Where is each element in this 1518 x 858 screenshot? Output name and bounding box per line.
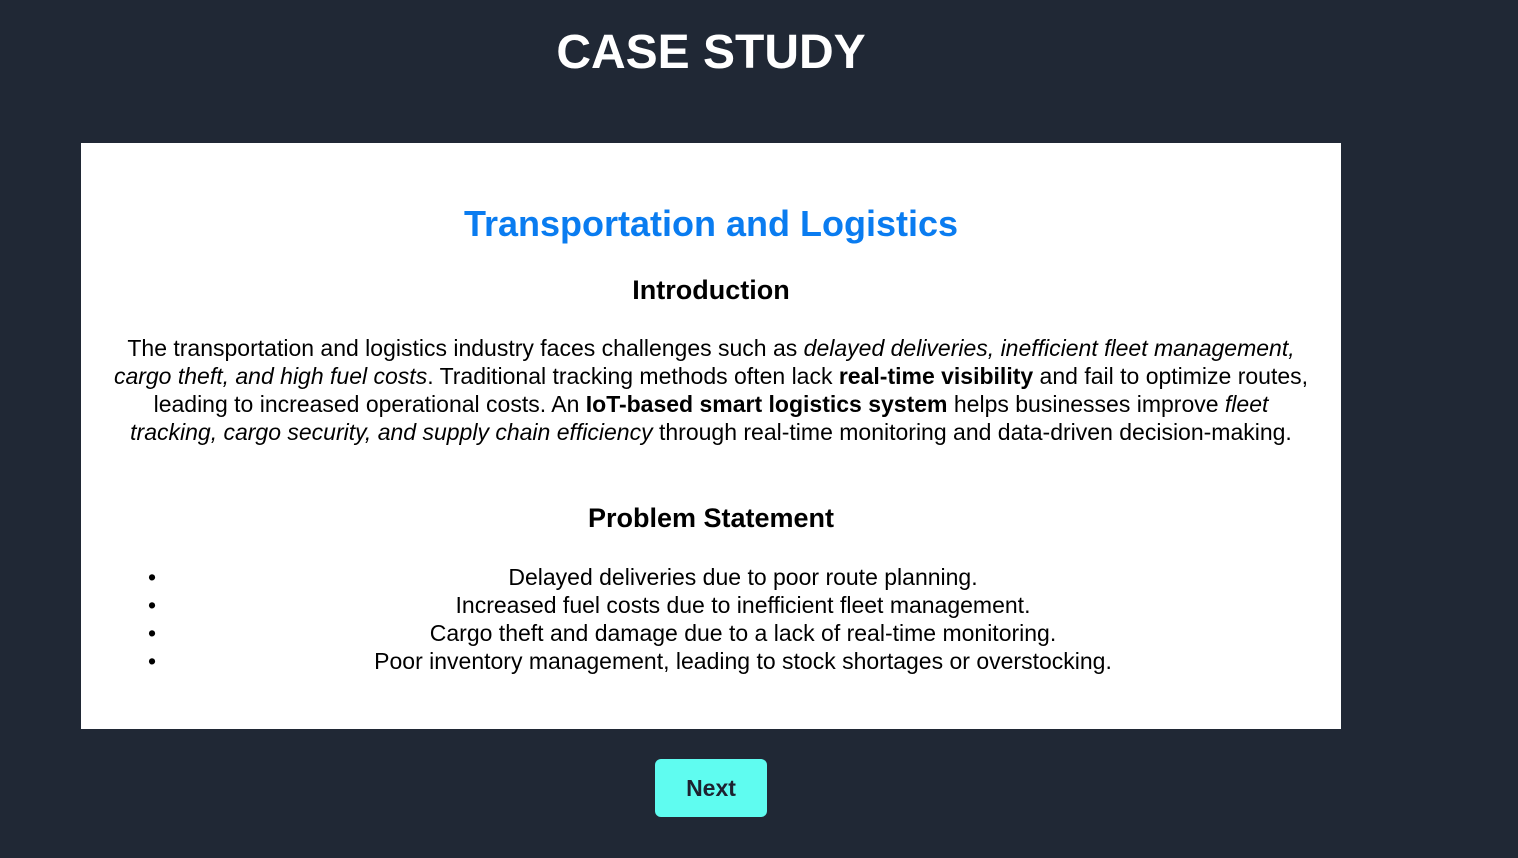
problem-statement-heading: Problem Statement (587, 503, 835, 533)
list-item: • Cargo theft and damage due to a lack of… (148, 619, 1333, 647)
bullet-icon: • (148, 592, 157, 618)
intro-segment: real-time visibility (838, 363, 1034, 389)
card-title: Transportation and Logistics (463, 203, 959, 244)
intro-segment: delayed deliveries, inefficient fleet ma… (113, 335, 1295, 389)
list-item: • Poor inventory management, leading to s… (148, 647, 1333, 675)
intro-segment: The transportation and logistics industr… (127, 335, 804, 361)
intro-segment: and fail to optimize routes, leading to … (153, 363, 1309, 417)
case-study-card: Transportation and Logistics Introductio… (81, 143, 1341, 729)
list-item: • Increased fuel costs due to inefficient… (148, 591, 1333, 619)
bullet-icon: • (148, 564, 157, 590)
bullet-icon: • (148, 620, 157, 646)
next-button[interactable]: Next (655, 759, 767, 817)
list-item-text: Increased fuel costs due to inefficient … (455, 592, 1031, 618)
page-title: CASE STUDY (556, 26, 866, 79)
list-item-text: Poor inventory management, leading to st… (374, 648, 1112, 674)
intro-segment: helps businesses improve (947, 391, 1225, 417)
intro-segment: through real-time monitoring and data-dr… (652, 419, 1292, 445)
introduction-heading: Introduction (632, 275, 790, 305)
list-item-text: Cargo theft and damage due to a lack of … (429, 620, 1057, 646)
list-item-text: Delayed deliveries due to poor route pla… (508, 564, 978, 590)
bullet-icon: • (148, 648, 157, 674)
introduction-text: The transportation and logistics industr… (111, 334, 1311, 446)
list-item: • Delayed deliveries due to poor route pl… (148, 563, 1333, 591)
intro-segment: fleet tracking, cargo security, and supp… (130, 391, 1269, 445)
intro-segment: IoT-based smart logistics system (585, 391, 948, 417)
intro-segment: . Traditional tracking methods often lac… (427, 363, 839, 389)
problem-list: • Delayed deliveries due to poor route pl… (148, 563, 1333, 675)
